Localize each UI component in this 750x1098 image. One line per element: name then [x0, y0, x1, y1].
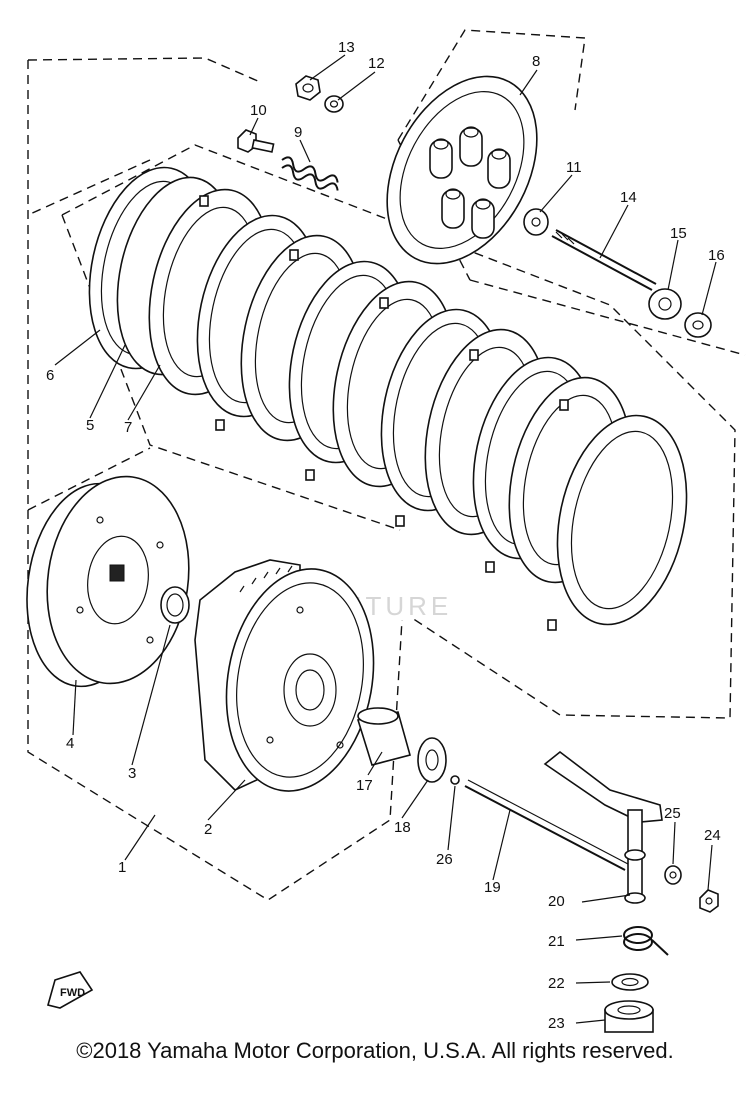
callout-17: 17: [356, 777, 373, 794]
boss-boundary: [27, 447, 151, 511]
part-25-washer: [664, 865, 682, 885]
part-11-washer: [523, 208, 549, 236]
part-17-sleeve: [356, 707, 411, 766]
clutch-exploded-diagram: VENTURE: [26, 29, 746, 1033]
part-13-nut: [295, 75, 321, 101]
callout-26: 26: [436, 851, 453, 868]
part-18-thrust-washer: [417, 737, 447, 783]
callout-5: 5: [86, 417, 94, 434]
callout-22: 22: [548, 975, 565, 992]
part-9-spring: [281, 156, 339, 191]
callout-18: 18: [394, 819, 411, 836]
part-26-ball: [450, 775, 460, 785]
part-4-clutch-boss: [26, 475, 190, 688]
callout-23: 23: [548, 1015, 565, 1032]
callout-4: 4: [66, 735, 74, 752]
part-19-push-rod: [464, 779, 629, 871]
callout-20: 20: [548, 893, 565, 910]
leader-lines: [54, 54, 717, 1024]
callout-16: 16: [708, 247, 725, 264]
callout-8: 8: [532, 53, 540, 70]
callout-11: 11: [566, 159, 582, 176]
part-3-thrust-washer: [160, 586, 190, 624]
part-23-bearing: [604, 1000, 654, 1033]
callout-2: 2: [204, 821, 212, 838]
part-14-push-rod: [551, 229, 657, 291]
callout-6: 6: [46, 367, 54, 384]
callout-labels: 13 12 10 9 8 11 14 15 16 6 5 7 4 3 2 1 1…: [46, 39, 725, 1032]
callout-1: 1: [118, 859, 126, 876]
callout-9: 9: [294, 124, 302, 141]
callout-7: 7: [124, 419, 132, 436]
fwd-arrow-icon: FWD: [47, 971, 94, 1009]
part-16-washer: [684, 312, 712, 338]
part-15-nut: [648, 288, 682, 320]
callout-3: 3: [128, 765, 136, 782]
copyright-notice: ©2018 Yamaha Motor Corporation, U.S.A. A…: [76, 1038, 674, 1063]
part-20-push-lever-shaft: [543, 750, 663, 904]
callout-15: 15: [670, 225, 687, 242]
part-24-bolt: [699, 889, 719, 913]
assembly-boundary-1: [27, 57, 403, 901]
callout-12: 12: [368, 55, 385, 72]
callout-13: 13: [338, 39, 355, 56]
callout-19: 19: [484, 879, 501, 896]
callout-24: 24: [704, 827, 721, 844]
part-8-pressure-plate: [386, 75, 538, 265]
part-22-washer: [611, 973, 649, 991]
part-10-bolt: [237, 129, 275, 153]
callout-10: 10: [250, 102, 267, 119]
part-21-return-spring: [623, 926, 669, 956]
clutch-plate-stack: [88, 166, 688, 631]
callout-14: 14: [620, 189, 637, 206]
callout-21: 21: [548, 933, 565, 950]
callout-25: 25: [664, 805, 681, 822]
part-2-clutch-housing: [194, 559, 375, 792]
fwd-label: FWD: [60, 987, 85, 999]
